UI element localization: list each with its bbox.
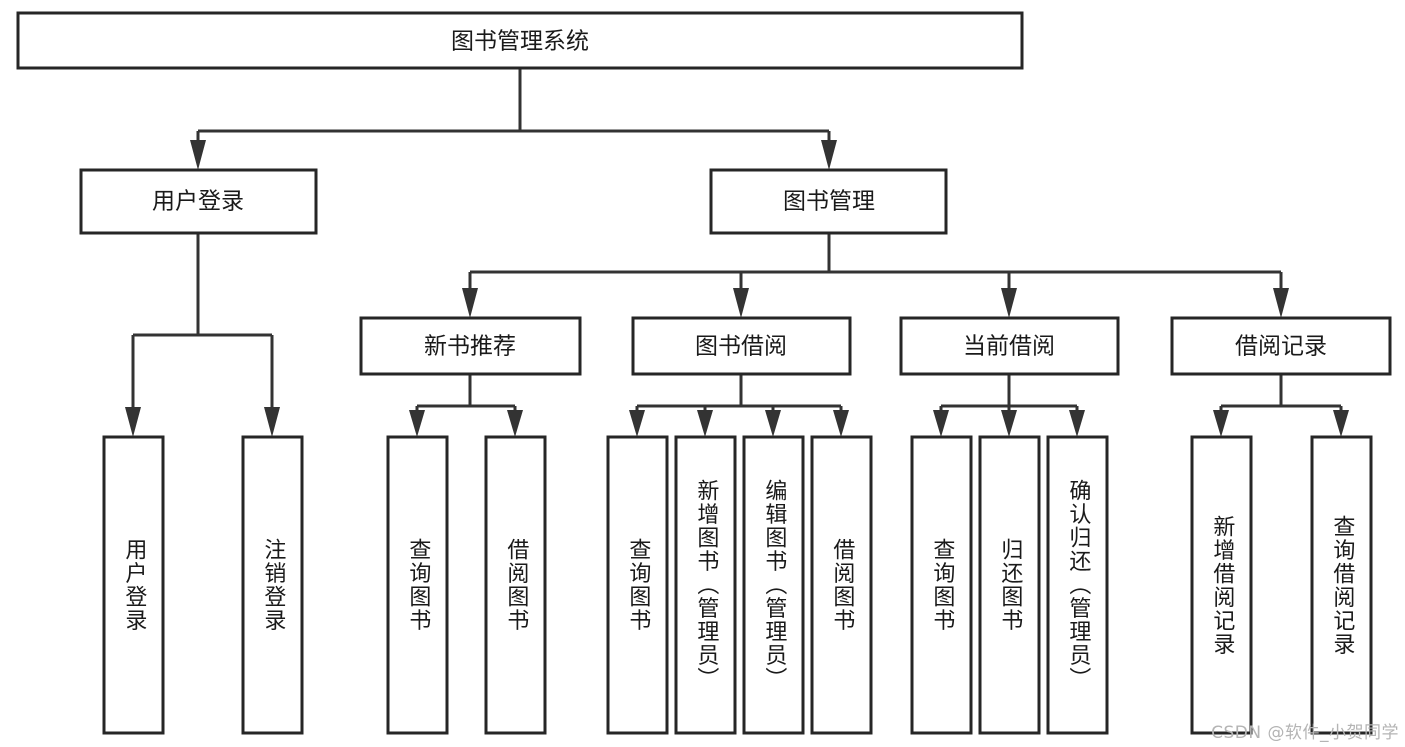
arrowhead-leaf-borrow-book bbox=[833, 410, 849, 437]
node-label-root: 图书管理系统 bbox=[451, 29, 589, 55]
arrowhead-leaf-return-book bbox=[1001, 410, 1017, 437]
arrowhead-leaf-query-book-borrow bbox=[629, 410, 645, 437]
node-box-new-book-recommend[interactable] bbox=[359, 316, 582, 376]
node-box-current-borrow[interactable] bbox=[899, 316, 1120, 376]
node-box-borrow-record[interactable] bbox=[1170, 316, 1392, 376]
arrowhead-leaf-edit-book bbox=[765, 410, 781, 437]
node-label-new-book-recommend: 新书推荐 bbox=[424, 334, 516, 360]
node-box-leaf-query-book-recommend[interactable] bbox=[386, 435, 449, 735]
node-box-leaf-user-login[interactable] bbox=[102, 435, 165, 735]
arrowhead-leaf-add-book bbox=[697, 410, 713, 437]
node-box-leaf-add-borrow-record[interactable] bbox=[1190, 435, 1253, 735]
node-box-leaf-borrow-book-recommend[interactable] bbox=[484, 435, 547, 735]
arrowhead-leaf-query-book-current bbox=[933, 410, 949, 437]
node-box-leaf-confirm-return[interactable] bbox=[1046, 435, 1109, 735]
node-label-user-login: 用户登录 bbox=[152, 189, 244, 215]
node-label-book-borrow: 图书借阅 bbox=[695, 334, 787, 360]
node-box-leaf-query-book-current[interactable] bbox=[910, 435, 973, 735]
node-box-book-management[interactable] bbox=[709, 168, 948, 235]
arrowhead-user-login bbox=[190, 140, 206, 170]
node-box-book-borrow[interactable] bbox=[631, 316, 852, 376]
arrowhead-leaf-query-borrow-record bbox=[1333, 410, 1349, 437]
arrowhead-current-borrow bbox=[1001, 288, 1017, 318]
arrowhead-borrow-record bbox=[1273, 288, 1289, 318]
node-label-borrow-record: 借阅记录 bbox=[1235, 334, 1327, 360]
arrowhead-book-management bbox=[821, 140, 837, 170]
node-label-current-borrow: 当前借阅 bbox=[963, 334, 1055, 360]
node-box-leaf-add-book[interactable] bbox=[674, 435, 737, 735]
node-box-root[interactable] bbox=[16, 11, 1024, 70]
arrowhead-leaf-query-book-recommend bbox=[409, 410, 425, 437]
node-box-leaf-edit-book[interactable] bbox=[742, 435, 805, 735]
arrowhead-leaf-confirm-return bbox=[1069, 410, 1085, 437]
node-box-leaf-borrow-book[interactable] bbox=[810, 435, 873, 735]
node-box-leaf-logout[interactable] bbox=[241, 435, 304, 735]
arrowhead-leaf-add-borrow-record bbox=[1213, 410, 1229, 437]
arrowhead-leaf-borrow-book-recommend bbox=[507, 410, 523, 437]
node-label-book-management: 图书管理 bbox=[783, 189, 875, 215]
arrowhead-book-borrow bbox=[733, 288, 749, 318]
node-box-leaf-query-borrow-record[interactable] bbox=[1310, 435, 1373, 735]
arrowhead-new-book-recommend bbox=[462, 288, 478, 318]
node-layer: 图书管理系统 用户登录 图书管理 新书推荐 图书借阅 当前借阅 借阅记录 bbox=[16, 11, 1392, 735]
arrowhead-leaf-user-login bbox=[125, 407, 141, 437]
connector-layer bbox=[125, 68, 1349, 437]
csdn-watermark: CSDN @软件_小贺同学 bbox=[1211, 723, 1399, 743]
arrowhead-leaf-logout bbox=[264, 407, 280, 437]
node-box-leaf-query-book-borrow[interactable] bbox=[606, 435, 669, 735]
node-box-leaf-return-book[interactable] bbox=[978, 435, 1041, 735]
node-box-user-login[interactable] bbox=[79, 168, 318, 235]
